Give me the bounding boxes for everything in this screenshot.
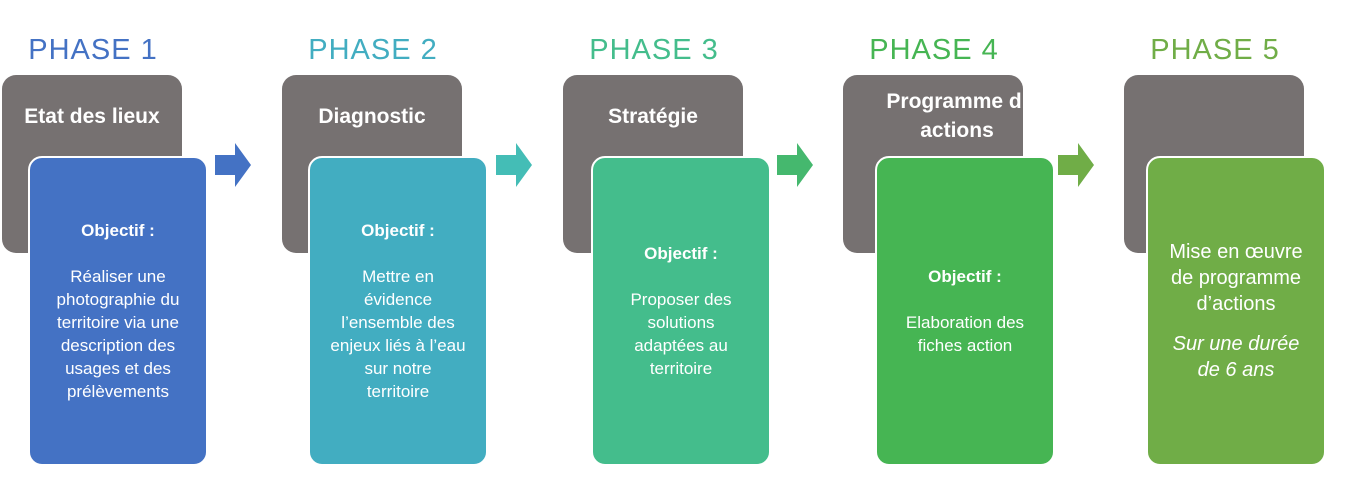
phase-title: Stratégie <box>608 104 698 128</box>
objective-label: Objectif : <box>361 221 435 240</box>
phase-label: PHASE 5 <box>1150 34 1280 66</box>
objective-line: enjeux liés à l’eau <box>330 336 466 355</box>
phase-label: PHASE 1 <box>28 34 158 66</box>
objective-line: de programme <box>1170 267 1302 289</box>
objective-label: Objectif : <box>644 244 718 263</box>
phase-title: Programme d’ actions <box>886 90 1028 142</box>
objective-line: Elaboration des <box>905 313 1025 332</box>
objective-label: Objectif : <box>928 267 1002 286</box>
objective-line: solutions <box>647 313 715 332</box>
phase-label: PHASE 4 <box>869 34 999 66</box>
objective-card: Objectif : Mettre en évidence l’ensemble… <box>308 156 488 466</box>
phase-2: PHASE 2 Diagnostic Objectif : Mettre en … <box>282 0 542 491</box>
objective-line: fiches action <box>917 336 1013 355</box>
objective-line: adaptées au <box>634 336 728 355</box>
phase-title: Diagnostic <box>318 104 426 128</box>
objective-card: Objectif : Elaboration des fiches action <box>875 156 1055 466</box>
objective-card: Objectif : Réaliser une photographie du … <box>28 156 208 466</box>
objective-line: photographie du <box>56 290 180 309</box>
duration-line: de 6 ans <box>1197 359 1275 381</box>
objective-line: Réaliser une <box>70 267 166 286</box>
objective-card: Mise en œuvre de programme d’actions Sur… <box>1146 156 1326 466</box>
objective-line: Mise en œuvre <box>1169 241 1303 263</box>
arrow-right-icon <box>777 143 813 187</box>
phase-label: PHASE 3 <box>589 34 719 66</box>
arrow-right-icon <box>1058 143 1094 187</box>
objective-line: l’ensemble des <box>341 313 455 332</box>
phase-1: PHASE 1 Etat des lieux Objectif : Réalis… <box>2 0 262 491</box>
objective-line: territoire <box>649 359 713 378</box>
arrow-right-icon <box>496 143 532 187</box>
objective-card: Objectif : Proposer des solutions adapté… <box>591 156 771 466</box>
objective-line: prélèvements <box>66 382 170 401</box>
duration-line: Sur une durée <box>1172 333 1300 355</box>
objective-line: description des <box>60 336 176 355</box>
arrow-right-icon <box>215 143 251 187</box>
phase-3: PHASE 3 Stratégie Objectif : Proposer de… <box>563 0 823 491</box>
phase-title: Etat des lieux <box>24 104 160 128</box>
phase-label: PHASE 2 <box>308 34 438 66</box>
objective-line: Mettre en <box>362 267 434 286</box>
objective-label: Objectif : <box>81 221 155 240</box>
objective-line: territoire <box>366 382 430 401</box>
objective-line: Proposer des <box>630 290 732 309</box>
objective-line: usages et des <box>65 359 171 378</box>
objective-line: évidence <box>363 290 433 309</box>
objective-line: sur notre <box>364 359 432 378</box>
objective-line: territoire via une <box>57 313 179 332</box>
phase-4: PHASE 4 Programme d’ actions Objectif : … <box>843 0 1103 491</box>
phase-5: PHASE 5 Mise en œuvre de programme d’act… <box>1124 0 1358 491</box>
objective-line: d’actions <box>1196 293 1276 315</box>
